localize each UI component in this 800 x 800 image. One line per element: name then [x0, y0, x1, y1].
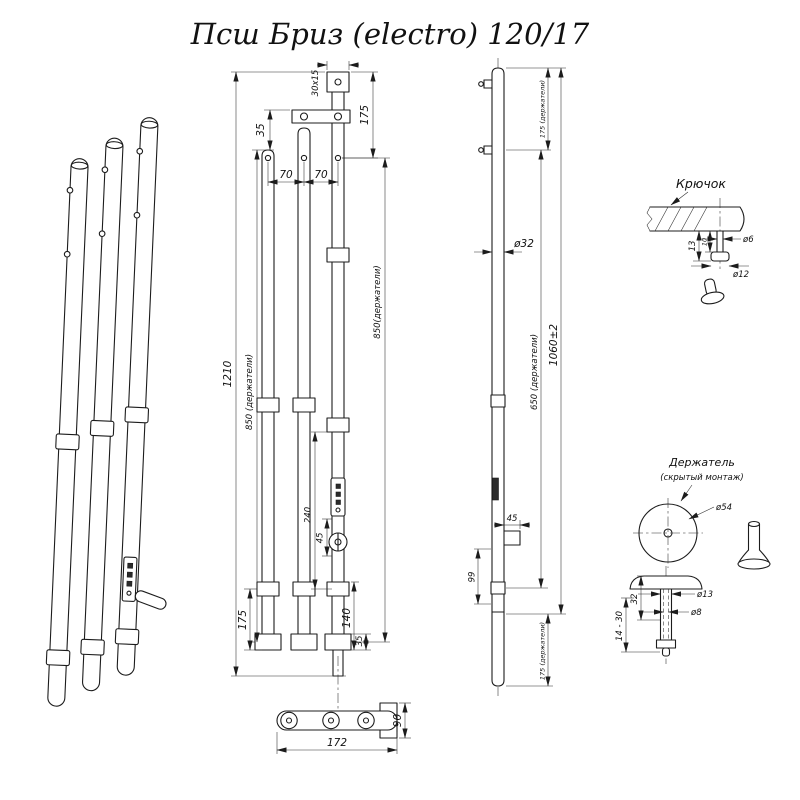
iso-control-panel: [121, 556, 138, 602]
dim-diam32-label: ø32: [513, 238, 534, 250]
front-control-panel: [330, 477, 346, 517]
dim-140-label: 140: [341, 608, 353, 628]
hook-part: [700, 278, 725, 305]
dim-175-bottom-label: 175: [237, 610, 249, 630]
holder-flange: [629, 575, 703, 590]
dim-diam12-label: ø12: [732, 270, 749, 280]
dim-35-bottom-label: 35: [355, 636, 365, 647]
dim-side-45-label: 45: [507, 514, 518, 524]
front-dimensions: 30x15 175 35 70 70 1210: [222, 61, 390, 677]
dim-diam54-label: ø54: [715, 503, 732, 513]
iso-view: [45, 117, 167, 707]
dim-14-30-label: 14 - 30: [615, 611, 625, 641]
dim-diam6-label: ø6: [742, 235, 754, 245]
top-view: 172 90: [276, 656, 411, 754]
holder-detail-title: Держатель: [668, 456, 735, 469]
holder-detail: Держатель (скрытый монтаж) ø54 ø13: [615, 456, 771, 664]
dim-10-label: 10: [701, 238, 709, 246]
holder-stem: [659, 588, 673, 641]
hook-detail-title: Крючок: [676, 176, 726, 191]
side-cable-entry: [492, 477, 499, 501]
page-title: Псш Бриз (electro) 120/17: [190, 17, 590, 51]
dim-13-label: 13: [688, 241, 698, 252]
dim-35-top-label: 35: [255, 123, 267, 137]
side-tube: [491, 67, 505, 687]
dim-diam13-label: ø13: [696, 590, 713, 600]
front-geometry: [254, 71, 352, 677]
iso-tube-middle: [80, 137, 124, 692]
dim-175-upper-label: 175 (держатели): [539, 80, 547, 138]
iso-outlet-pipe: [134, 590, 167, 610]
front-view: 30x15 175 35 70 70 1210: [222, 61, 390, 677]
dim-45-label: 45: [316, 533, 326, 544]
iso-tube-left: [45, 158, 89, 707]
dim-240-label: 240: [304, 507, 314, 523]
side-hook-lower: [478, 145, 493, 155]
holder-part: [737, 520, 771, 570]
dim-850-left-label: 850 (держатели): [245, 354, 255, 430]
dim-650-label: 650 (держатели): [530, 334, 540, 410]
dim-99-label: 99: [468, 572, 478, 583]
dim-175-lower-label: 175 (держатели): [539, 622, 547, 680]
dim-70-right-label: 70: [314, 169, 328, 181]
side-holder-arm: [503, 530, 521, 546]
dim-70-left-label: 70: [279, 169, 293, 181]
side-hook-upper: [478, 79, 493, 89]
dim-90-label: 90: [392, 714, 404, 728]
dim-diam8-label: ø8: [690, 608, 702, 618]
dim-32-label: 32: [630, 594, 640, 605]
hook-detail: Крючок ø6 13 10 ø12: [646, 176, 754, 305]
holder-detail-subtitle: (скрытый монтаж): [660, 473, 743, 483]
hook-bar: [291, 109, 351, 124]
dim-1060-label: 1060±2: [548, 324, 560, 367]
dim-30x15-label: 30x15: [311, 70, 321, 97]
iso-tube-right: [114, 117, 159, 676]
dim-172-label: 172: [327, 737, 347, 749]
side-view: 45 ø32 1060±2 650 (держатели) 175 (держа…: [468, 58, 566, 696]
dim-175-top-label: 175: [359, 105, 371, 125]
dim-1210-label: 1210: [222, 360, 234, 387]
dim-850-right-label: 850(держатели): [373, 265, 383, 338]
